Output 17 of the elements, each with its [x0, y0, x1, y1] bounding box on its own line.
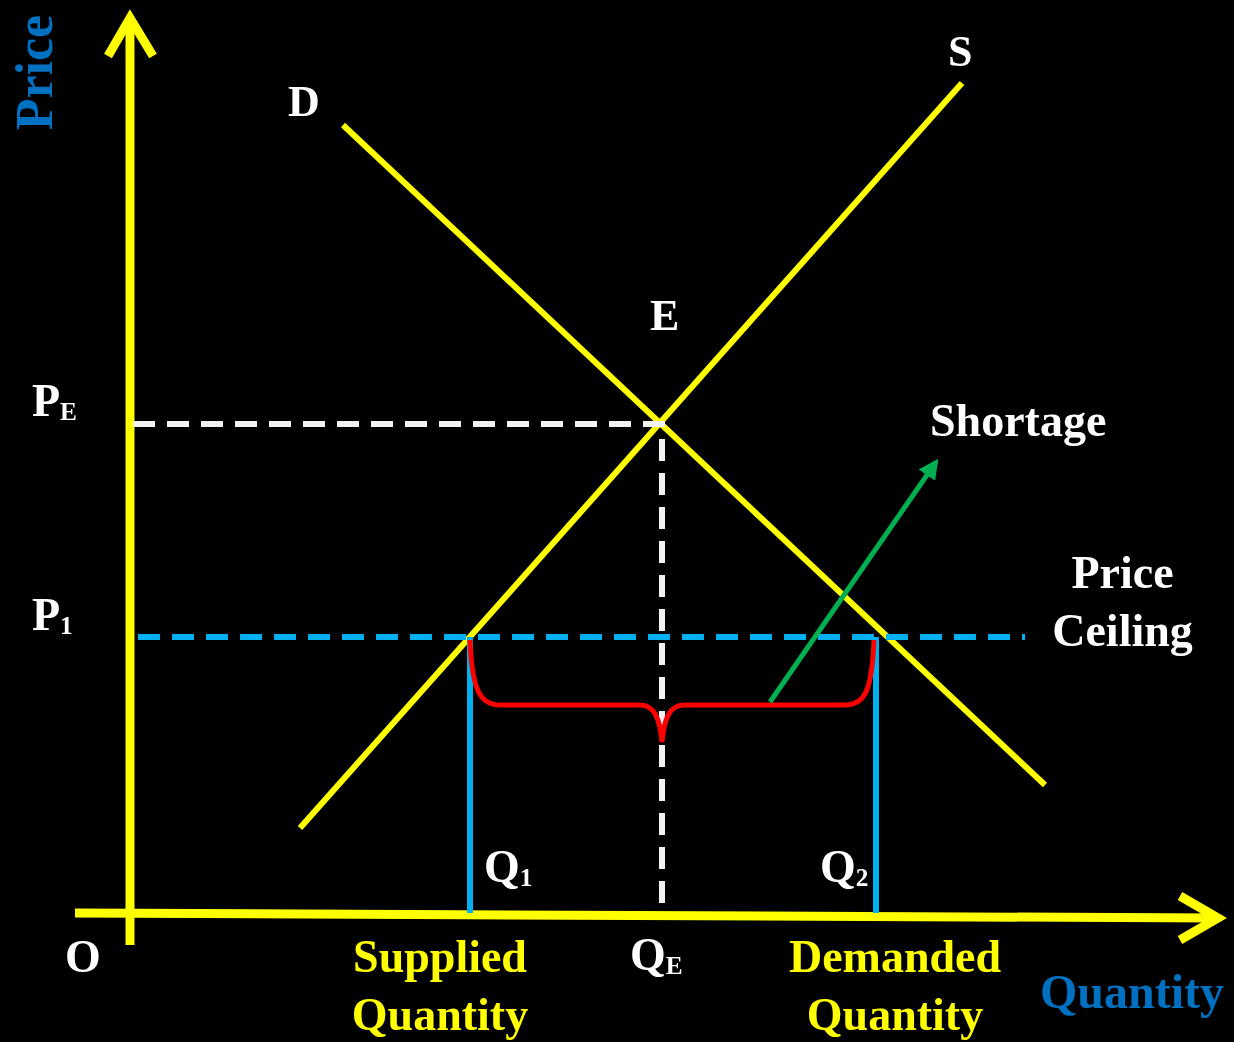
axis-title: Price: [6, 13, 64, 133]
line-label: Price Ceiling: [1051, 546, 1194, 658]
tick-label: P$_{1}$: [32, 590, 73, 641]
axis-annotation: Supplied Quantity: [350, 930, 530, 1042]
tick-label: Q$_{1}$: [484, 842, 533, 893]
annotation-label: Shortage: [930, 396, 1107, 447]
point-label: E: [650, 292, 680, 341]
leader-line: [767, 458, 939, 704]
axis-title: Quantity: [1040, 966, 1225, 1019]
tick-label: Q$_{E}$: [630, 930, 683, 981]
tick-label: P$_{E}$: [32, 376, 77, 427]
brace: [467, 639, 877, 745]
curve-label: D: [288, 78, 320, 127]
curve-label: S: [948, 28, 973, 77]
axis-annotation: Demanded Quantity: [787, 930, 1003, 1042]
origin-label: O: [65, 932, 101, 983]
tick-label: Q$_{2}$: [820, 842, 869, 893]
